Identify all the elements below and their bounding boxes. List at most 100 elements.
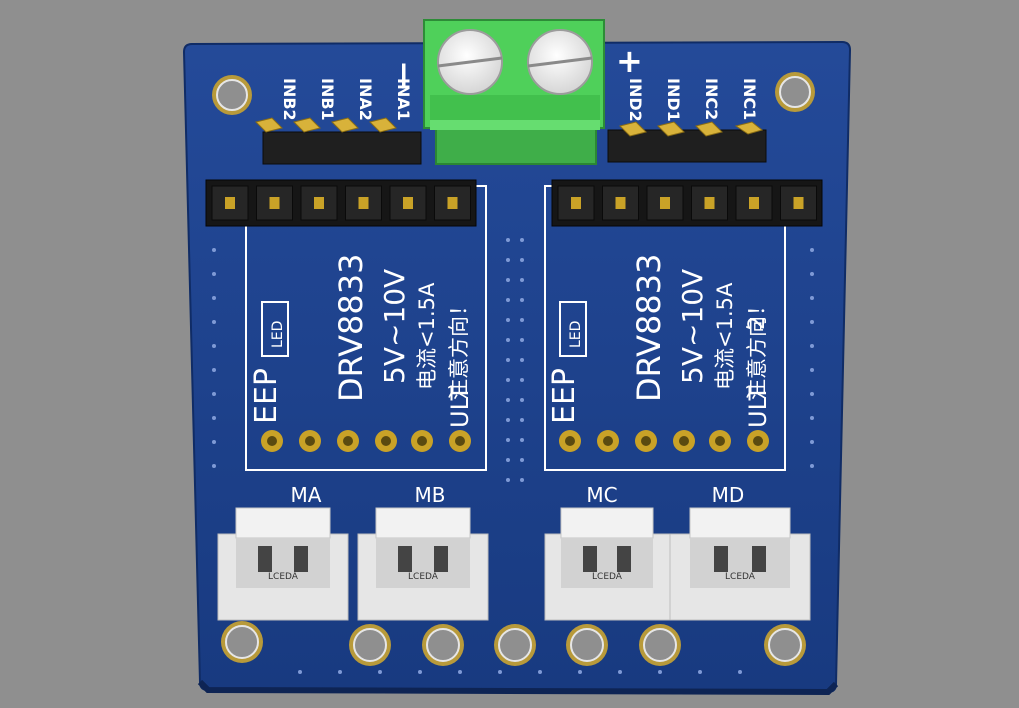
- via: [520, 398, 524, 402]
- ult-label: ULT: [446, 385, 474, 428]
- pin-label: INB1: [318, 78, 337, 121]
- via: [212, 368, 216, 372]
- via: [506, 258, 510, 262]
- socket-pin: [447, 197, 458, 209]
- via: [520, 458, 524, 462]
- via: [698, 670, 702, 674]
- via: [506, 318, 510, 322]
- via: [298, 670, 302, 674]
- pin-label: IND1: [664, 78, 683, 122]
- socket-pin: [571, 197, 581, 209]
- via-dots: [212, 238, 814, 674]
- via: [520, 438, 524, 442]
- pin-label: INA2: [356, 78, 375, 121]
- socket-pin: [704, 197, 715, 209]
- female-header-left: [205, 179, 477, 227]
- module-right-silk: EEP LED DRV8833 5V~10V 电流<1.5A 注意方向！ ULT…: [547, 254, 772, 428]
- socket-pin: [403, 197, 413, 209]
- jst-connector-mc: LCEDA: [544, 507, 671, 621]
- via: [338, 670, 342, 674]
- pad-hole: [305, 436, 315, 446]
- jst-connector-ma: LCEDA: [217, 507, 349, 621]
- screw-terminal: [423, 19, 605, 165]
- pin-label: IND2: [626, 78, 645, 122]
- socket-pin: [660, 197, 670, 209]
- via: [520, 378, 524, 382]
- via: [212, 320, 216, 324]
- socket-pin: [269, 197, 280, 209]
- via: [212, 440, 216, 444]
- pad-hole: [417, 436, 427, 446]
- via: [506, 298, 510, 302]
- pad-hole: [343, 436, 353, 446]
- current-label: 电流<1.5A: [713, 282, 737, 390]
- via: [810, 248, 814, 252]
- pad-hole: [381, 436, 391, 446]
- via: [458, 670, 462, 674]
- socket-pin: [749, 197, 759, 209]
- via: [520, 258, 524, 262]
- power-plus-label: +: [616, 42, 643, 80]
- via: [212, 392, 216, 396]
- notice-label: 注意方向！: [745, 295, 769, 400]
- pad-hole: [267, 436, 277, 446]
- pad-hole: [565, 436, 575, 446]
- via: [212, 416, 216, 420]
- via: [520, 358, 524, 362]
- via: [506, 358, 510, 362]
- pin-header-left: [255, 117, 422, 165]
- header-right-labels: IND2 IND1 INC2 INC1: [626, 78, 759, 122]
- jst-connector-md: LCEDA: [669, 507, 811, 621]
- notice-label: 注意方向！: [447, 295, 471, 400]
- jst-connectors: LCEDA LCEDA LCEDA LCEDA: [217, 507, 811, 621]
- via: [418, 670, 422, 674]
- female-header-body: [551, 179, 823, 227]
- via: [520, 278, 524, 282]
- via: [212, 296, 216, 300]
- module-pads: [261, 430, 769, 452]
- via: [618, 670, 622, 674]
- via: [520, 318, 524, 322]
- pad-hole: [753, 436, 763, 446]
- via: [810, 392, 814, 396]
- connector-brand: LCEDA: [725, 572, 756, 582]
- connector-label-mb: MB: [415, 483, 446, 507]
- via: [506, 378, 510, 382]
- via: [810, 416, 814, 420]
- via: [506, 418, 510, 422]
- pad-hole: [641, 436, 651, 446]
- via: [810, 344, 814, 348]
- via: [538, 670, 542, 674]
- module-left-silk: EEP LED DRV8833 5V~10V 电流<1.5A 注意方向！ ULT: [249, 254, 474, 428]
- pin-header-right: [607, 121, 767, 163]
- via: [506, 438, 510, 442]
- via: [498, 670, 502, 674]
- current-label: 电流<1.5A: [415, 282, 439, 390]
- power-minus-label: —: [389, 62, 422, 90]
- via: [212, 464, 216, 468]
- via: [212, 344, 216, 348]
- via: [810, 272, 814, 276]
- mounting-holes: [212, 72, 815, 666]
- female-header-body: [205, 179, 477, 227]
- via: [738, 670, 742, 674]
- via: [810, 464, 814, 468]
- led-label: LED: [568, 321, 584, 348]
- via: [520, 238, 524, 242]
- pin-label: INA1: [394, 78, 413, 121]
- connector-brand: LCEDA: [408, 572, 439, 582]
- socket-pin: [615, 197, 626, 209]
- via: [506, 398, 510, 402]
- pad-hole: [715, 436, 725, 446]
- pin-label: INC1: [740, 78, 759, 120]
- via: [658, 670, 662, 674]
- via: [506, 338, 510, 342]
- led-marker: [559, 301, 587, 357]
- via: [506, 278, 510, 282]
- voltage-label: 5V~10V: [378, 269, 411, 384]
- ult-label: ULT: [744, 385, 772, 428]
- via: [212, 272, 216, 276]
- header-left-labels: INB2 INB1 INA2 INA1: [280, 78, 413, 121]
- socket-pin: [225, 197, 235, 209]
- via: [212, 248, 216, 252]
